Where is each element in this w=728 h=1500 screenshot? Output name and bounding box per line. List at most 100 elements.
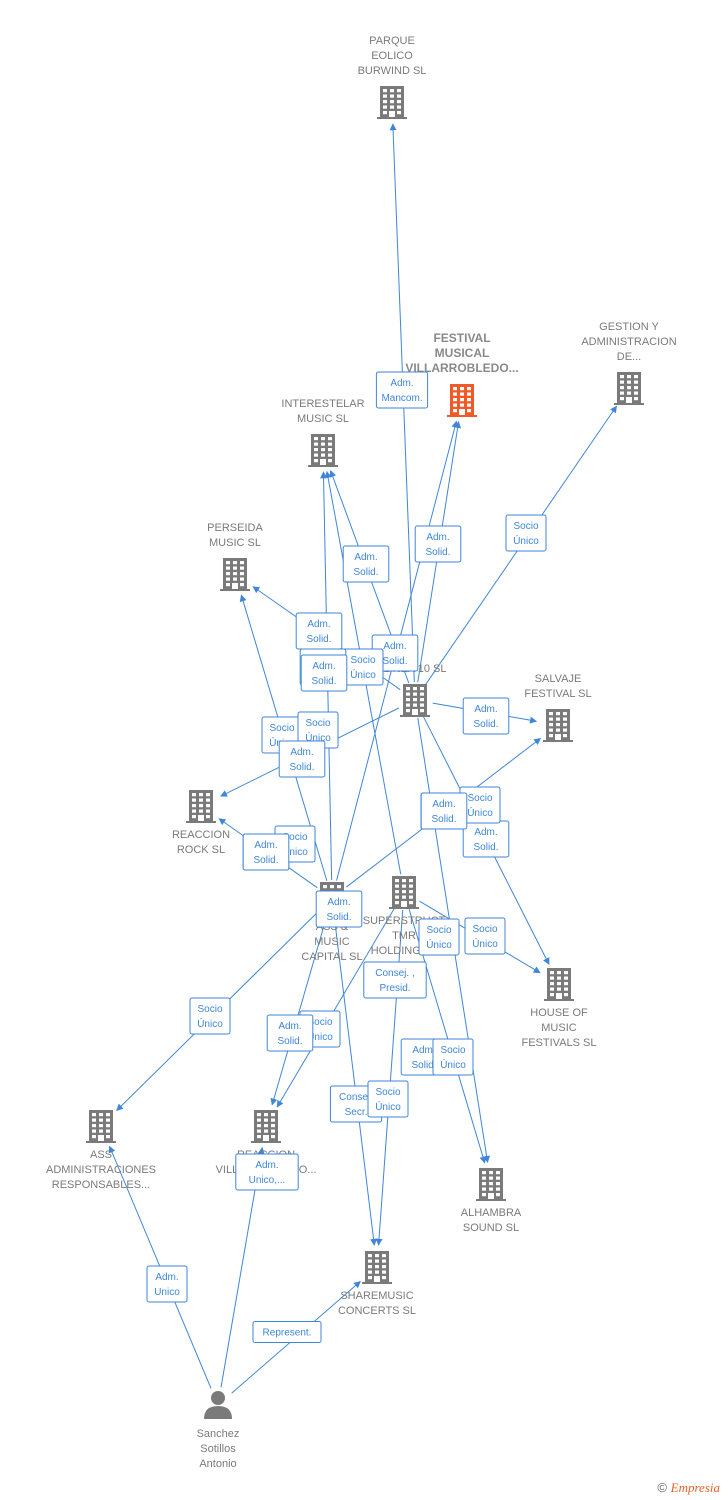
edge-label-box	[342, 545, 390, 583]
edge-label-box	[375, 371, 429, 409]
edge-label-text: Secr.	[345, 1107, 368, 1118]
building-icon	[544, 968, 574, 1001]
edge-label-text: Solid.	[326, 912, 351, 923]
edge-label-sanchez-to-sharemusic[interactable]: Represent.	[252, 1321, 322, 1343]
edge-label-text: Adm.	[254, 840, 277, 851]
building-icon	[308, 434, 338, 467]
node-label: FESTIVALS SL	[522, 1037, 597, 1049]
edge-label-text: Socio	[472, 924, 497, 935]
edge-label-box	[315, 890, 363, 928]
edge-label-text: Adm.	[290, 747, 313, 758]
edge-label-text: Socio	[282, 832, 307, 843]
building-icon	[389, 876, 419, 909]
node-label: EOLICO	[371, 50, 413, 62]
edge-label-text: Represent.	[263, 1328, 312, 1339]
edge-label-text: Único	[426, 938, 452, 951]
building-icon	[251, 1110, 281, 1143]
brand-name: Empresia	[670, 1480, 720, 1495]
edge-label-text: Adm.	[327, 897, 350, 908]
edge-label-text: Adm.	[432, 799, 455, 810]
edge-label-text: Solid.	[253, 855, 278, 866]
edge-label-text: Solid.	[306, 634, 331, 645]
edge-ass_music-to-reaccionvilla	[270, 915, 328, 1106]
edge-label-text: Adm.	[383, 641, 406, 652]
node-label: CAPITAL SL	[301, 951, 362, 963]
edge-label-text: Consej.	[339, 1092, 373, 1103]
edge-label-text: Adm.	[354, 552, 377, 563]
edges-layer	[108, 123, 617, 1394]
building-icon	[186, 790, 216, 823]
edge-labels-layer: Adm.Mancom.Adm.Solid.SocioÚnicoAdm.Solid…	[146, 371, 547, 1343]
node-label: PERSEIDA	[207, 522, 263, 534]
edge-label-overlap[interactable]: Adm. Solid.	[278, 740, 326, 778]
edge-label-text: Único	[307, 1030, 333, 1043]
edge-label-box	[235, 1153, 299, 1191]
edge-label-box	[505, 514, 547, 552]
edge-label-text: Adm.	[474, 827, 497, 838]
edge-label-box	[367, 1080, 409, 1118]
edge-label-box	[189, 997, 231, 1035]
edge-label-overlap[interactable]: Adm.Solid.	[300, 654, 348, 692]
node-label: Sanchez	[197, 1428, 240, 1440]
edge-label-linea10-to-perseida[interactable]: Adm.Solid.	[295, 612, 343, 650]
footer-brand: © Empresia	[657, 1480, 720, 1496]
edge-label-text: Mancom.	[381, 393, 422, 404]
node-label: FESTIVAL	[433, 331, 490, 345]
edge-label-linea10-to-festival[interactable]: Adm.Solid.	[414, 525, 462, 563]
edge-label-text: Socio	[269, 723, 294, 734]
node-label: TMR	[392, 930, 416, 942]
edge-label-text: Adm.	[390, 378, 413, 389]
node-label: CONCERTS SL	[338, 1305, 416, 1317]
edge-label-sanchez-to-ass_admin[interactable]: Adm.Unico	[146, 1265, 188, 1303]
building-icon	[377, 86, 407, 119]
node-festival[interactable]: FESTIVALMUSICALVILLARROBLEDO...	[405, 331, 519, 417]
edge-label-overlap[interactable]: Adm. Solid.	[242, 833, 290, 871]
edge-label-sanchez-to-reaccionvilla[interactable]: Adm.Unico,...	[235, 1153, 299, 1191]
node-ass_admin[interactable]: ASSADMINISTRACIONESRESPONSABLES...	[46, 1110, 156, 1191]
edge-label-linea10-to-salvaje[interactable]: Adm.Solid.	[462, 697, 510, 735]
edge-label-text: Solid.	[425, 547, 450, 558]
edge-label-text: Socio	[426, 925, 451, 936]
building-icon	[614, 372, 644, 405]
node-gestion[interactable]: GESTION YADMINISTRACIONDE...	[581, 321, 677, 405]
edge-label-linea10-to-parque[interactable]: Adm. Mancom.	[375, 371, 429, 409]
edge-label-box	[242, 833, 290, 871]
edge-label-superstruct-to-reaccionvilla[interactable]: Consej. ,Presid.	[363, 961, 427, 999]
edge-label-box	[462, 697, 510, 735]
edge-label-linea10-to-interestelar[interactable]: Adm.Solid.	[342, 545, 390, 583]
edge-label-text: Adm.	[312, 661, 335, 672]
edge-label-linea10-to-house[interactable]: Adm.Solid.	[462, 820, 510, 858]
edge-label-text: Único	[350, 668, 376, 681]
edge-label-overlap[interactable]: Adm. Solid.	[315, 890, 363, 928]
edge-label-overlap[interactable]: Adm.Solid.	[420, 792, 468, 830]
edge-label-text: Único	[197, 1017, 223, 1030]
edge-label-box	[414, 525, 462, 563]
edge-label-text: Solid.	[289, 762, 314, 773]
edge-label-box	[363, 961, 427, 999]
node-label: MUSICAL	[435, 346, 490, 360]
edge-label-overlap[interactable]: Adm.Solid.	[266, 1014, 314, 1052]
edge-label-text: Socio	[513, 521, 538, 532]
node-label: BURWIND SL	[358, 65, 427, 77]
person-icon	[204, 1391, 232, 1419]
node-label: MUSIC SL	[297, 413, 349, 425]
edge-label-box	[418, 918, 460, 956]
node-label: SALVAJE	[535, 673, 582, 685]
